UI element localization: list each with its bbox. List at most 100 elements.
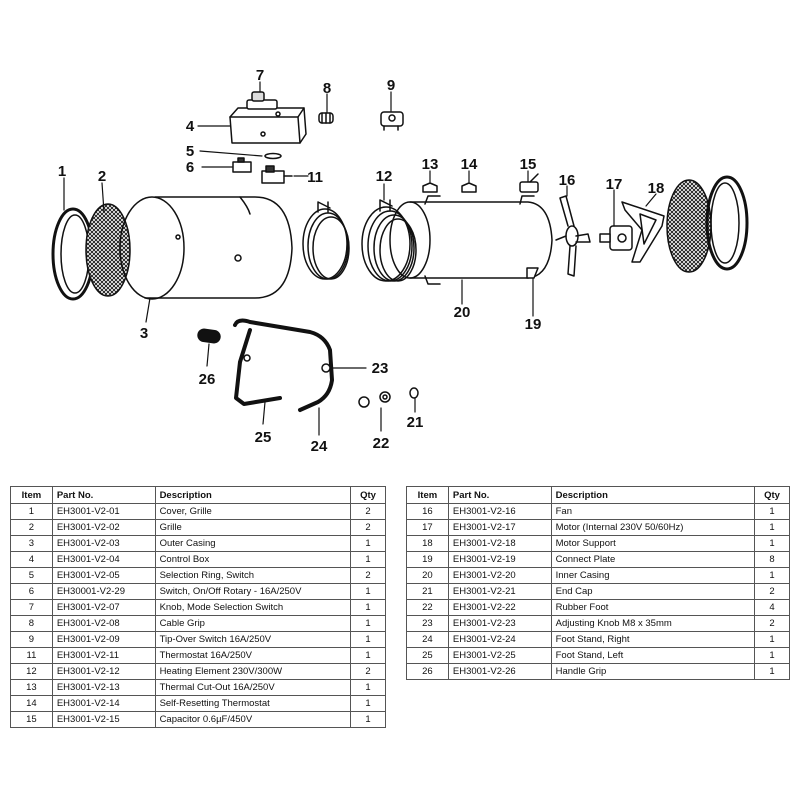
- cell-part-no: EH3001-V2-26: [447, 663, 552, 680]
- cell-item: 1: [10, 503, 53, 520]
- cell-qty: 2: [754, 583, 790, 600]
- cell-description: Grille: [154, 519, 352, 536]
- cell-qty: 1: [754, 567, 790, 584]
- adjusting-knob-2: [243, 354, 251, 362]
- callout-15: 15: [520, 156, 537, 173]
- cell-item: 13: [10, 679, 53, 696]
- cell-part-no: EH3001-V2-23: [447, 615, 552, 632]
- cell-qty: 1: [350, 583, 386, 600]
- cell-description: Cover, Grille: [154, 503, 352, 520]
- cell-description: Thermostat 16A/250V: [154, 647, 352, 664]
- cell-part-no: EH3001-V2-07: [51, 599, 156, 616]
- cell-item: 26: [406, 663, 449, 680]
- cell-item: 8: [10, 615, 53, 632]
- cell-qty: 1: [754, 503, 790, 520]
- callout-6: 6: [186, 159, 194, 176]
- cell-qty: 1: [754, 647, 790, 664]
- cell-part-no: EH3001-V2-02: [51, 519, 156, 536]
- callout-13: 13: [422, 156, 439, 173]
- cell-item: 21: [406, 583, 449, 600]
- cell-qty: 1: [350, 615, 386, 632]
- callout-22: 22: [373, 435, 390, 452]
- header-item: Item: [10, 486, 53, 504]
- cell-qty: 2: [350, 519, 386, 536]
- callout-12: 12: [376, 168, 393, 185]
- cell-part-no: EH3001-V2-05: [51, 567, 156, 584]
- cell-part-no: EH3001-V2-12: [51, 663, 156, 680]
- cell-qty: 1: [754, 519, 790, 536]
- cell-description: Outer Casing: [154, 535, 352, 552]
- cell-item: 23: [406, 615, 449, 632]
- cell-part-no: EH3001-V2-11: [51, 647, 156, 664]
- cell-item: 7: [10, 599, 53, 616]
- header-description: Description: [154, 486, 352, 504]
- end-cap: [409, 387, 419, 399]
- handle-grip: [197, 328, 221, 344]
- callout-24: 24: [311, 438, 328, 455]
- cell-qty: 1: [350, 711, 386, 728]
- cell-qty: 1: [754, 663, 790, 680]
- callout-4: 4: [186, 118, 195, 135]
- cell-item: 5: [10, 567, 53, 584]
- header-qty: Qty: [754, 486, 790, 504]
- cell-description: Motor (Internal 230V 50/60Hz): [550, 519, 756, 536]
- cell-qty: 1: [350, 695, 386, 712]
- cell-qty: 1: [350, 631, 386, 648]
- cell-description: Capacitor 0.6µF/450V: [154, 711, 352, 728]
- cell-qty: 1: [350, 535, 386, 552]
- leader-lines: [63, 81, 657, 436]
- cell-part-no: EH3001-V2-25: [447, 647, 552, 664]
- motor: [599, 225, 633, 251]
- callout-25: 25: [255, 429, 272, 446]
- thermostat: [261, 165, 293, 184]
- table-header-row: Item Part No. Description Qty: [10, 486, 386, 504]
- heating-element-1: [302, 201, 350, 280]
- header-description: Description: [550, 486, 756, 504]
- callout-26: 26: [199, 371, 216, 388]
- cell-item: 12: [10, 663, 53, 680]
- cell-qty: 1: [350, 679, 386, 696]
- header-item: Item: [406, 486, 449, 504]
- cell-item: 11: [10, 647, 53, 664]
- cell-description: Switch, On/Off Rotary - 16A/250V: [154, 583, 352, 600]
- foot-stand-left: [234, 328, 282, 406]
- grille-mesh-right: [666, 179, 712, 273]
- cell-qty: 2: [350, 567, 386, 584]
- cell-part-no: EH3001-V2-18: [447, 535, 552, 552]
- callout-3: 3: [140, 325, 148, 342]
- cell-qty: 2: [754, 615, 790, 632]
- cell-item: 6: [10, 583, 53, 600]
- cell-description: Foot Stand, Right: [550, 631, 756, 648]
- cell-part-no: EH3001-V2-08: [51, 615, 156, 632]
- cell-part-no: EH3001-V2-22: [447, 599, 552, 616]
- callout-8: 8: [323, 80, 331, 97]
- rubber-foot: [358, 391, 391, 408]
- cell-part-no: EH3001-V2-14: [51, 695, 156, 712]
- cell-qty: 1: [350, 551, 386, 568]
- foot-stand-right: [233, 318, 334, 412]
- cell-description: Connect Plate: [550, 551, 756, 568]
- callout-2: 2: [98, 168, 106, 185]
- callout-23: 23: [372, 360, 389, 377]
- cell-part-no: EH3001-V2-15: [51, 711, 156, 728]
- callout-5: 5: [186, 143, 194, 160]
- cell-part-no: EH30001-V2-29: [51, 583, 156, 600]
- capacitor: [519, 173, 539, 193]
- thermal-cutout: [422, 182, 438, 193]
